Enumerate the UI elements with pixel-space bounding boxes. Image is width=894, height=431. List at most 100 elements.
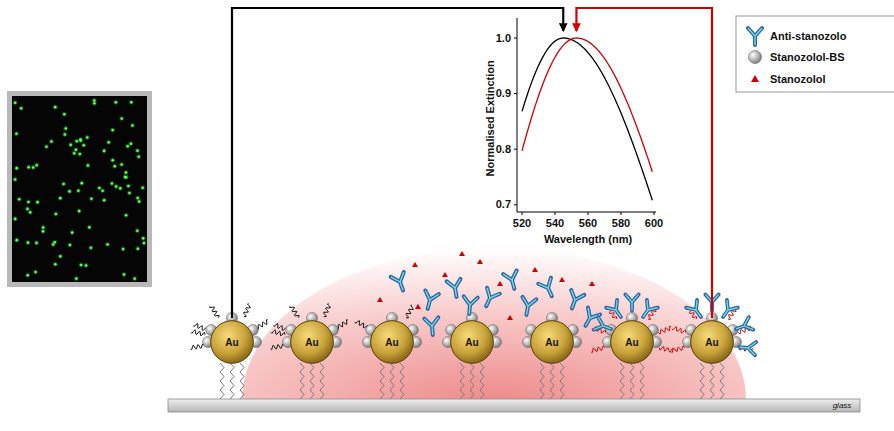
fluorescent-dot: [125, 214, 128, 217]
fluorescent-dot-glow: [61, 182, 66, 187]
fluorescent-dot-glow: [105, 242, 110, 247]
fluorescent-dot: [32, 166, 35, 169]
fluorescent-dot: [26, 274, 29, 277]
fluorescent-dot: [119, 187, 122, 190]
antibody-core: [520, 297, 537, 316]
linker-chain: [320, 363, 324, 399]
fluorescent-dot: [59, 197, 62, 200]
y-tick: [514, 93, 517, 94]
fluorescent-dot: [26, 208, 29, 211]
scattering-wave: [191, 344, 205, 350]
scattering-wave: [324, 303, 331, 316]
fluorescent-dot: [107, 141, 110, 144]
fluorescent-dot-glow: [49, 139, 54, 144]
image-frame: [7, 91, 152, 287]
fluorescent-dot-glow: [77, 152, 82, 157]
fluorescent-dot-glow: [121, 247, 126, 252]
tick-label: 0.7: [496, 198, 511, 211]
antibody-symbol: [625, 294, 638, 310]
fluorescent-dot-glow: [124, 213, 129, 218]
fluorescent-dot-glow: [72, 151, 77, 156]
fluorescent-dot-glow: [63, 126, 68, 131]
fluorescent-dot: [42, 226, 45, 229]
fluorescent-dot-glow: [13, 217, 18, 222]
stanozolol-triangle: [377, 297, 383, 302]
antibody-outline: [480, 288, 500, 309]
tick-label: 540: [546, 217, 564, 230]
fluorescent-dot: [82, 144, 85, 147]
antibody-core: [503, 270, 521, 290]
fluorescent-dot-glow: [119, 162, 124, 167]
glass-slide: [168, 399, 860, 412]
antibody-outline: [447, 279, 464, 298]
particle-circle: [611, 321, 654, 364]
fluorescent-dot-glow: [76, 188, 81, 193]
fluorescent-dot-glow: [88, 245, 93, 250]
fluorescent-dot: [115, 101, 118, 104]
fluorescent-dot: [120, 163, 123, 166]
fluorescent-dot-glow: [14, 131, 19, 136]
fluorescent-dot: [69, 144, 72, 147]
antibody-outline: [594, 317, 614, 335]
fluorescent-dot: [141, 186, 144, 189]
fluorescent-dot: [103, 199, 106, 202]
scattering-wave: [191, 330, 205, 336]
fluorescent-dot-glow: [26, 165, 31, 170]
fluorescent-dot-glow: [89, 196, 94, 201]
antibody-core: [734, 317, 754, 335]
stanozolol-triangle: [532, 267, 538, 272]
antibody-core: [480, 288, 500, 309]
antibody-outline: [686, 300, 706, 321]
antibody-symbol: [748, 28, 762, 45]
scattering-wave: [591, 346, 604, 353]
linker-chain: [470, 363, 474, 399]
fluorescent-dot-glow: [19, 106, 24, 111]
particle-label: Au: [385, 337, 398, 348]
scattering-wave: [244, 303, 251, 316]
fluorescent-dot: [15, 132, 18, 135]
fluorescent-dot: [93, 102, 96, 105]
fluorescent-dot: [36, 201, 39, 204]
linker-chain: [460, 363, 464, 399]
fluorescent-dot: [137, 155, 140, 158]
reaction-dome: [242, 248, 746, 400]
gold-nanoparticle: Au: [450, 320, 494, 364]
antibody-core: [739, 341, 756, 356]
fluorescent-dot-glow: [110, 181, 115, 186]
fluorescent-dot-glow: [110, 128, 115, 133]
fluorescent-dot: [27, 166, 30, 169]
particle-label: Au: [625, 337, 638, 348]
fluorescent-dot-glow: [81, 143, 86, 148]
fluorescent-dot-glow: [13, 100, 18, 105]
linker-chain: [380, 363, 384, 399]
antibody-core: [565, 290, 584, 311]
antibody-outline: [739, 341, 756, 356]
fluorescent-dot: [63, 113, 66, 116]
scattering-wave: [290, 306, 300, 317]
fluorescent-dot-glow: [77, 209, 82, 214]
particle-circle: [291, 321, 334, 364]
tick-label: 520: [513, 217, 531, 230]
gold-nanoparticle: Au: [530, 320, 574, 364]
microscope-image: [7, 91, 152, 287]
fluorescent-dot: [35, 242, 38, 245]
antibody-core: [391, 272, 410, 293]
scattering-wave: [271, 344, 285, 350]
antibody-core: [421, 290, 439, 310]
antibody-outline: [421, 290, 439, 310]
fluorescent-dot: [75, 277, 78, 280]
fluorescent-dot-glow: [87, 225, 92, 230]
antibody-outline: [638, 300, 658, 321]
fluorescent-dot-glow: [106, 140, 111, 145]
antibody-outline: [565, 290, 584, 311]
linker-chain: [300, 363, 304, 399]
fluorescent-dot-glow: [128, 141, 133, 146]
fluorescent-dot-glow: [135, 228, 140, 233]
fluorescent-dot: [98, 187, 101, 190]
scattering-wave: [671, 346, 684, 353]
fluorescent-dot-glow: [13, 177, 18, 182]
legend-text: Stanozolol-BS: [770, 51, 845, 63]
fluorescent-dot-glow: [67, 243, 72, 248]
leader-line-after: [576, 8, 712, 318]
